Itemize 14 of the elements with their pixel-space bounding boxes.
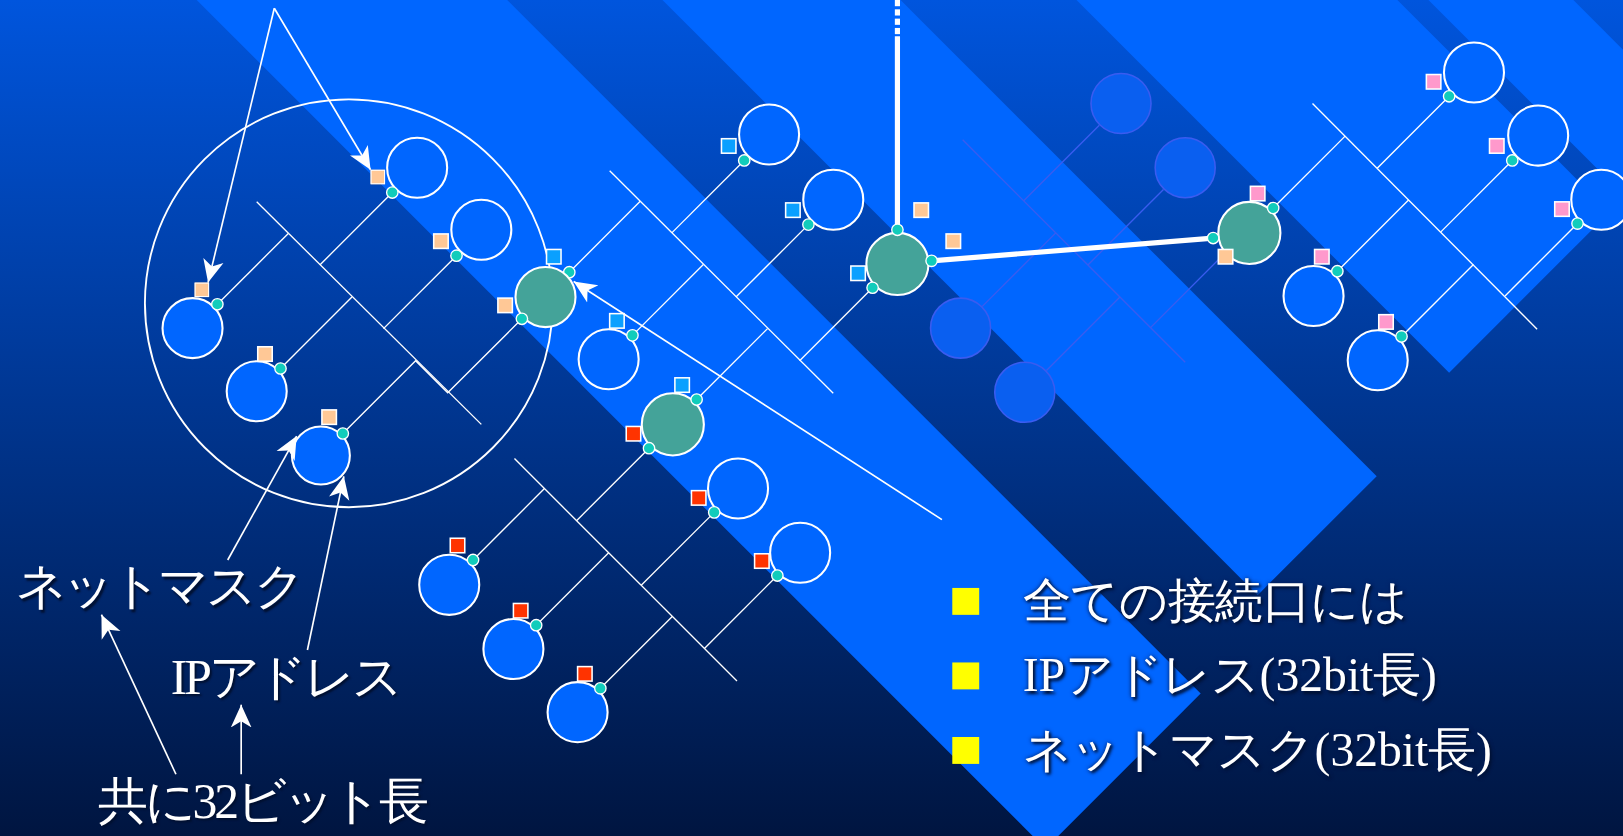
arrow — [203, 7, 276, 284]
interface-square — [370, 169, 386, 185]
callout-text: ネットマスク — [15, 560, 302, 615]
arrow — [572, 280, 943, 521]
arrow — [306, 475, 350, 651]
interface-square — [194, 282, 210, 298]
arrow — [100, 613, 177, 776]
callout-text: IPアドレス — [170, 650, 400, 705]
arrow — [273, 7, 372, 171]
connector-line — [336, 312, 529, 440]
arrow — [230, 703, 252, 776]
bullet-text: 全ての接続口には — [1022, 575, 1408, 628]
callout-text: 共に32ビット長 — [98, 774, 426, 829]
arrow — [226, 435, 298, 561]
